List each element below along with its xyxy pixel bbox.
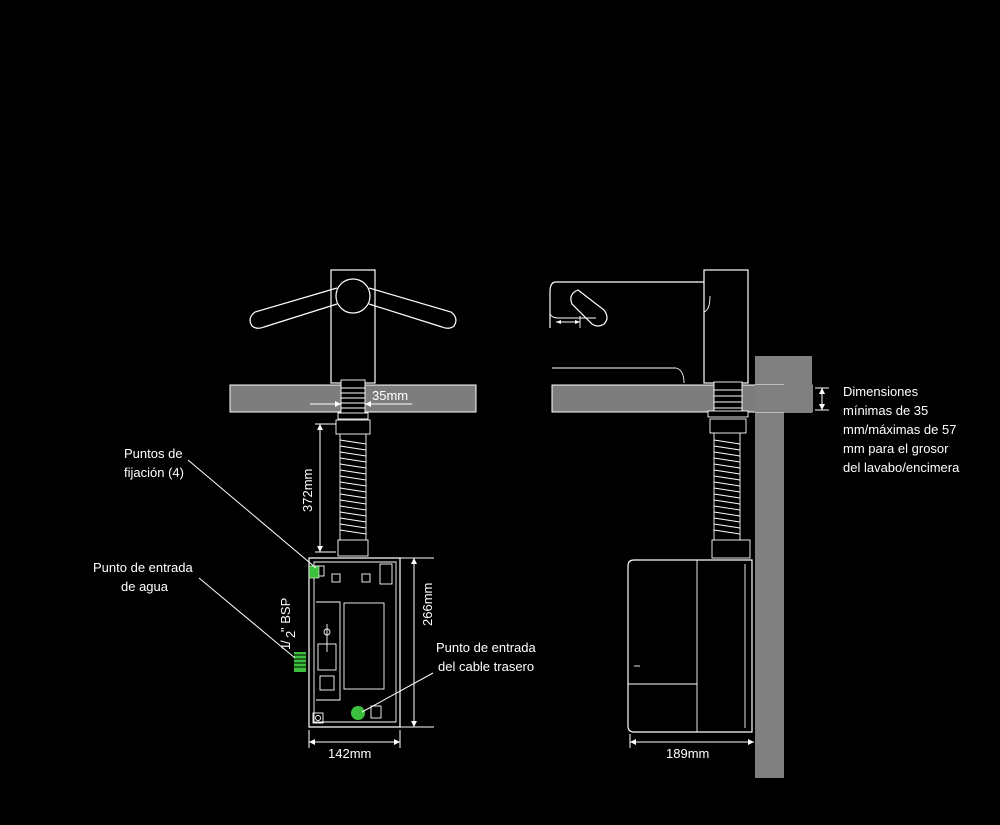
svg-text:1: 1 [278, 643, 293, 650]
svg-text:/: / [278, 640, 293, 644]
flexible-hose-side [713, 433, 741, 540]
basin-edge [552, 367, 685, 384]
water-inlet-connector [294, 652, 306, 672]
control-box-front [308, 557, 401, 728]
fixing-points-leader [187, 459, 317, 569]
tap-hub [335, 278, 371, 314]
dim-35-label: 35mm [372, 388, 408, 403]
water-inlet-leader [198, 577, 296, 659]
thread-spec-label: 1 / 2 " BSP [278, 598, 298, 650]
cable-inlet-marker [351, 706, 365, 720]
tap-arm-right [368, 287, 457, 329]
thickness-note-line3: mm/máximas de 57 [843, 422, 956, 437]
hose-connector-bottom [337, 539, 369, 557]
control-box-side [627, 559, 753, 733]
tap-spout [549, 281, 704, 328]
thickness-note-line5: del lavabo/encimera [843, 460, 960, 475]
wall [755, 356, 784, 778]
callout-fixing-line2: fijación (4) [124, 465, 184, 480]
side-view: 189mm Dimensiones mínimas de 35 mm/máxim… [549, 269, 960, 778]
flexible-hose-front [339, 434, 367, 540]
callout-water-line1: Punto de entrada [93, 560, 194, 575]
dim-142-label: 142mm [328, 746, 371, 761]
tap-arm-left [249, 287, 338, 329]
tap-arm-side [570, 289, 608, 327]
thickness-note-line2: mínimas de 35 [843, 403, 928, 418]
dim-266-label: 266mm [420, 583, 435, 626]
shank-nut [337, 412, 369, 420]
shank-threads [341, 387, 365, 409]
hose-connector-top [335, 419, 371, 435]
threaded-shank-front [340, 379, 366, 415]
callout-cable-line2: del cable trasero [438, 659, 534, 674]
callout-water-line2: de agua [121, 579, 169, 594]
thickness-note-line1: Dimensiones [843, 384, 919, 399]
cable-inlet-leader [361, 672, 434, 713]
threaded-shank-side [713, 381, 743, 413]
callout-cable-line1: Punto de entrada [436, 640, 537, 655]
svg-text:2: 2 [283, 631, 298, 638]
fixing-point-marker [308, 565, 320, 579]
dim-189-label: 189mm [666, 746, 709, 761]
tap-body-side [703, 269, 749, 384]
thickness-note-line4: mm para el grosor [843, 441, 949, 456]
dim-372-label: 372mm [300, 469, 315, 512]
front-view: 35mm 372mm [93, 269, 537, 761]
callout-fixing-line1: Puntos de [124, 446, 183, 461]
svg-text:" BSP: " BSP [278, 598, 293, 632]
